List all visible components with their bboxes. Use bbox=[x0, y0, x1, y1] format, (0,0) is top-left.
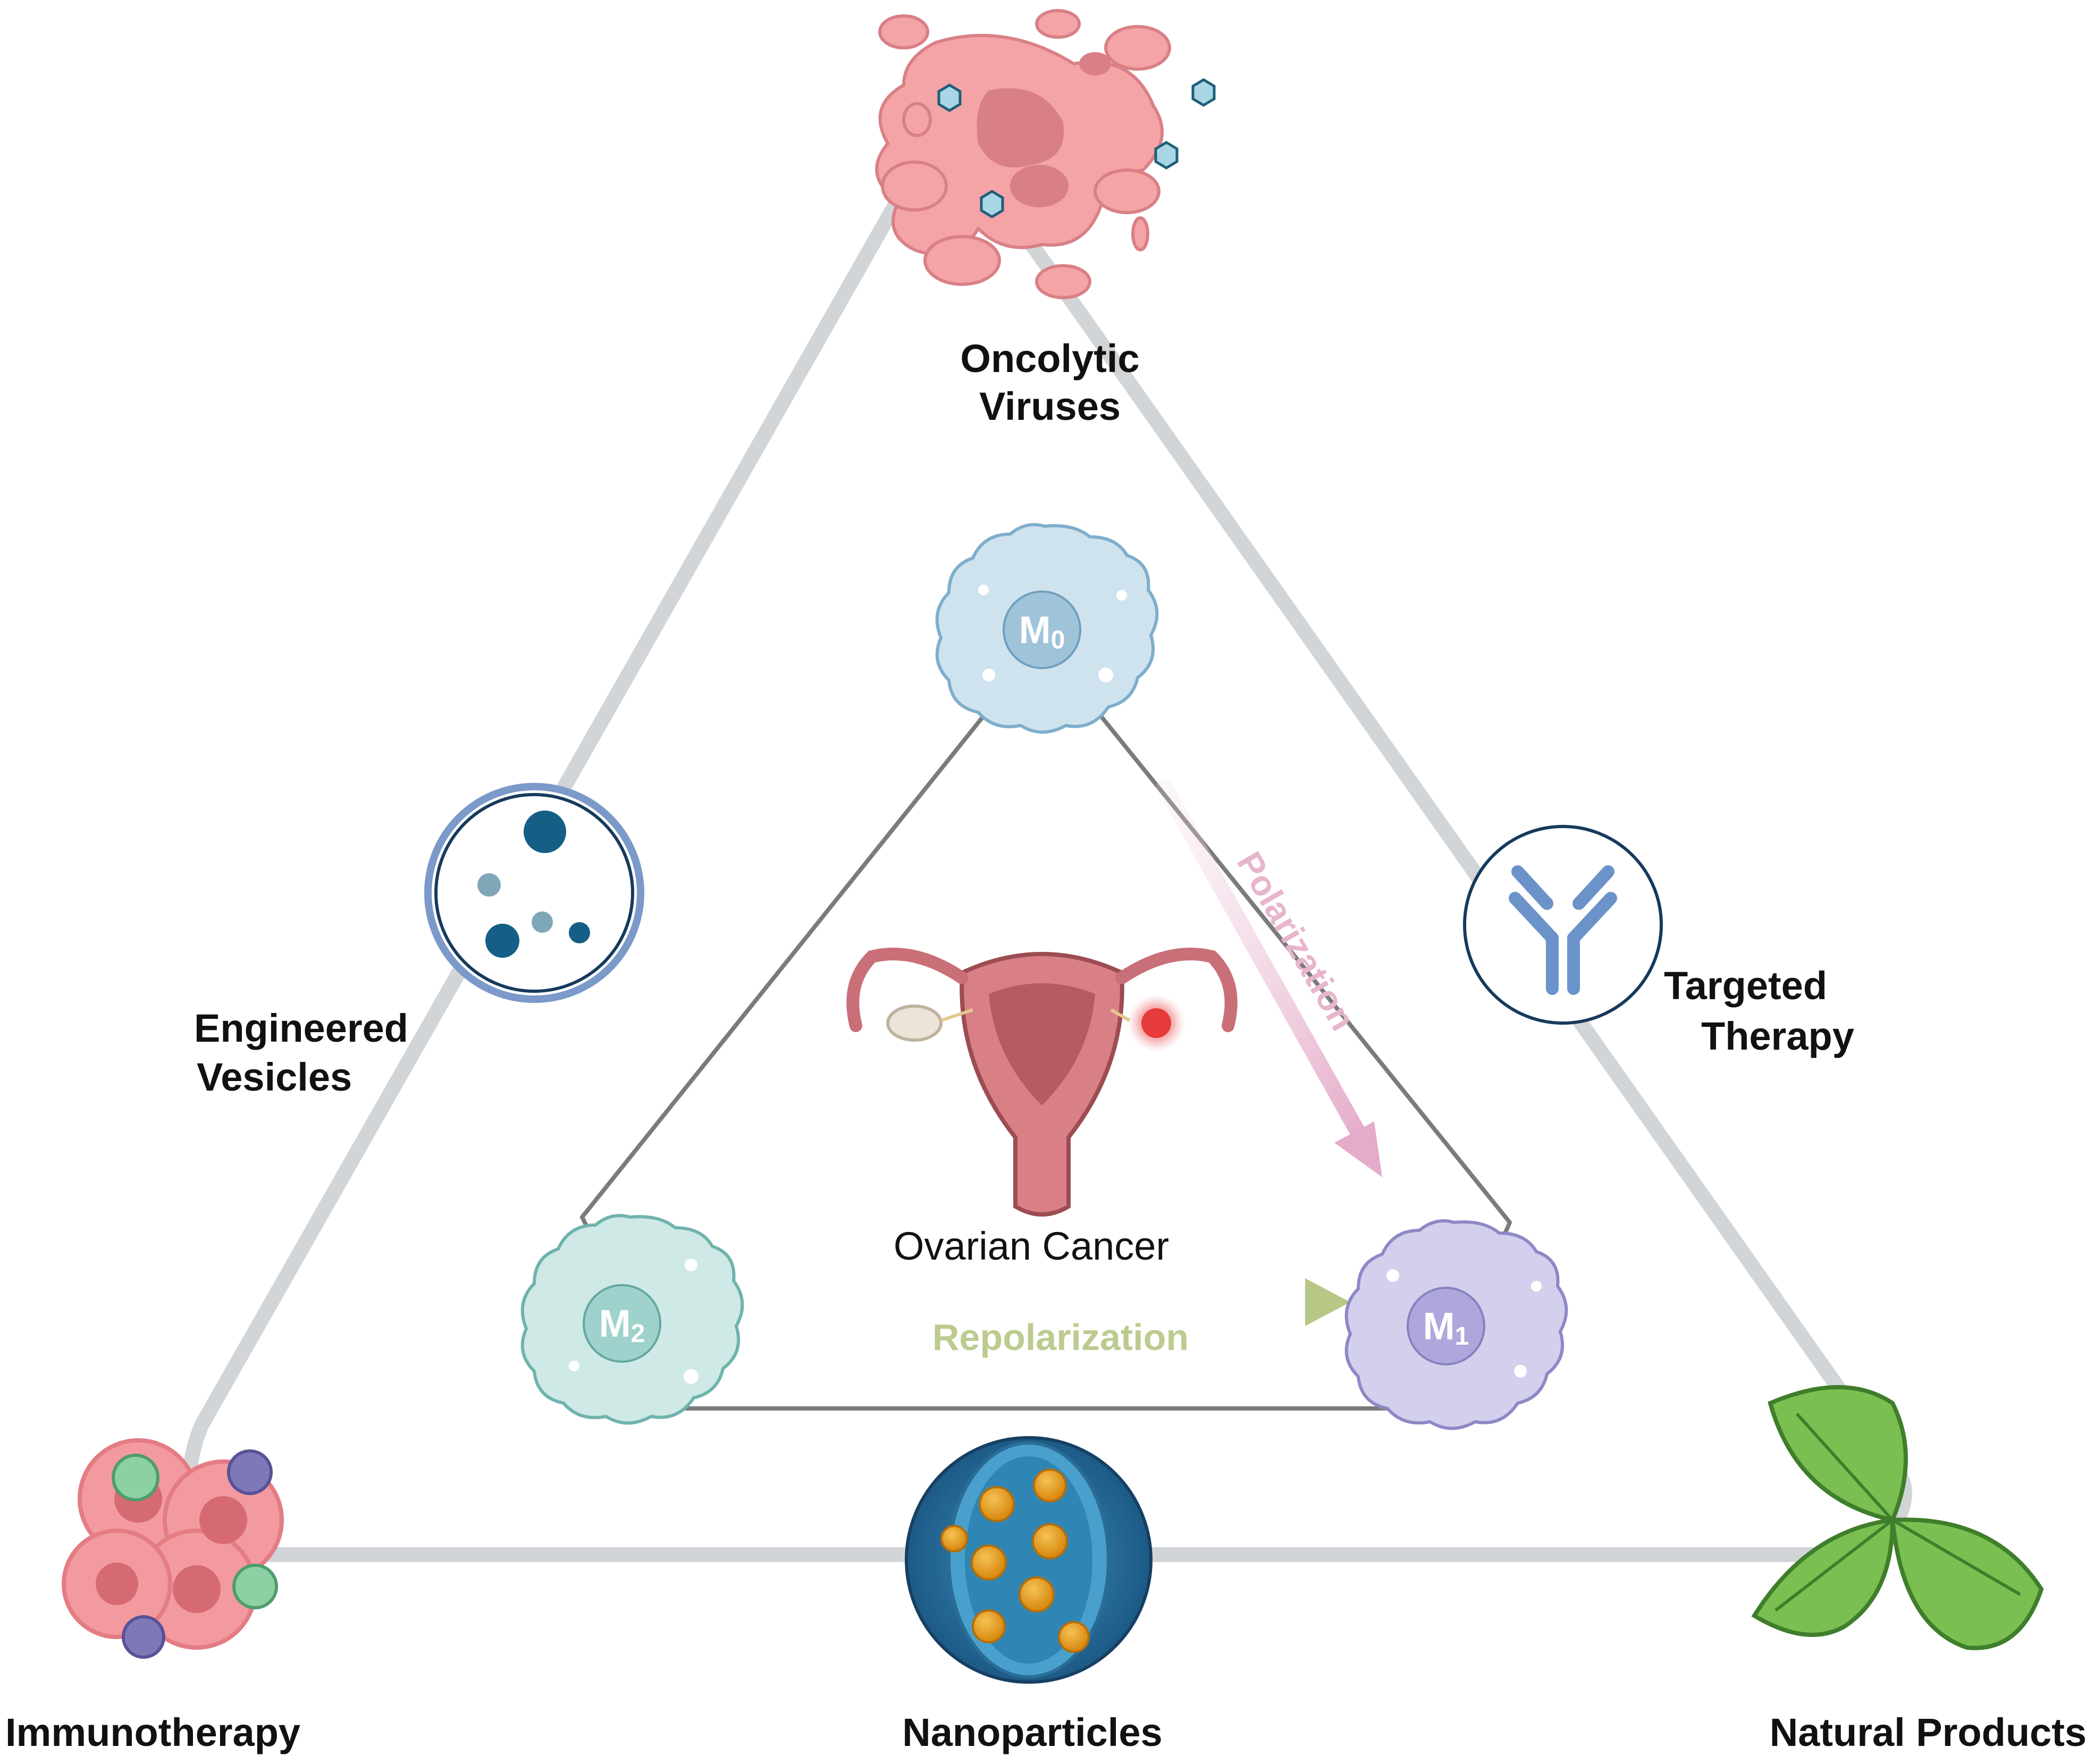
engineered-vesicle-icon bbox=[424, 783, 644, 1003]
m2-label: M2 bbox=[599, 1303, 645, 1348]
repolarization-arrow bbox=[766, 1278, 1350, 1326]
oncolytic-viruses-label-line2: Viruses bbox=[979, 384, 1121, 428]
ovarian-cancer-label: Ovarian Cancer bbox=[894, 1224, 1169, 1268]
immunotherapy-cell-cluster-icon bbox=[62, 1438, 284, 1659]
targeted-therapy-label-line1: Targeted bbox=[1664, 964, 1827, 1008]
engineered-vesicles-label-line2: Vesicles bbox=[197, 1055, 352, 1099]
m2-macrophage: M2 bbox=[520, 1214, 744, 1425]
oncolytic-viruses-label-line1: Oncolytic bbox=[960, 336, 1139, 381]
antibody-icon bbox=[1463, 825, 1663, 1025]
virus-icon bbox=[937, 78, 1216, 218]
uterus-icon bbox=[846, 948, 1238, 1217]
natural-products-label: Natural Products bbox=[1770, 1710, 2087, 1754]
immunotherapy-label: Immunotherapy bbox=[5, 1710, 300, 1754]
oncolytic-virus-tumor-icon bbox=[875, 9, 1171, 299]
m1-macrophage: M1 bbox=[1344, 1219, 1568, 1430]
leaf-icon bbox=[1751, 1385, 2044, 1650]
m0-macrophage: M0 bbox=[935, 523, 1159, 734]
nanoparticle-icon bbox=[905, 1436, 1153, 1684]
polarization-arrow bbox=[1156, 779, 1382, 1177]
m1-label: M1 bbox=[1423, 1305, 1469, 1351]
m0-label: M0 bbox=[1019, 609, 1065, 654]
nanoparticles-label: Nanoparticles bbox=[902, 1710, 1162, 1754]
repolarization-label: Repolarization bbox=[932, 1316, 1189, 1358]
inner-triangle bbox=[580, 641, 1512, 1411]
targeted-therapy-label-line2: Therapy bbox=[1701, 1014, 1854, 1058]
engineered-vesicles-label-line1: Engineered bbox=[194, 1006, 408, 1050]
